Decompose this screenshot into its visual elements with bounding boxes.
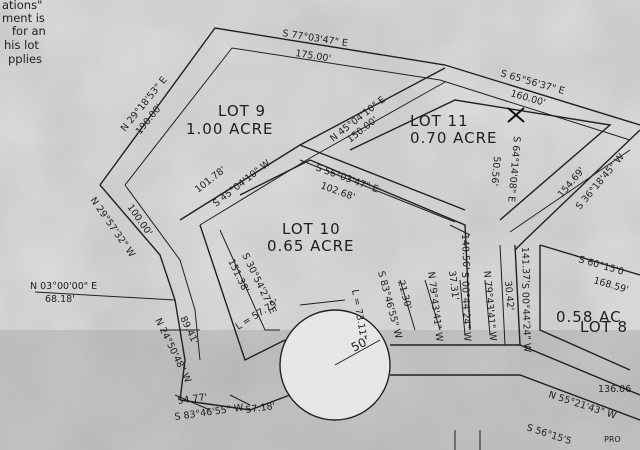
survey-marker-x-b [507,107,525,123]
distance-d17: 30.42' [502,280,516,311]
leader-3 [459,279,466,336]
lot-9-south-inner-line [199,81,446,226]
note-line-4: his lot [4,38,39,52]
distance-d19: 54.77' [177,392,208,407]
leader-9 [174,394,211,411]
distance-d10: 68.18' [45,294,75,305]
lot-9-west-inner-line [124,184,201,361]
lot-11-name: LOT 11 [410,112,469,130]
tag-label: PRO [604,435,621,444]
lot-11-area: 0.70 ACRE [410,129,498,147]
leader-4 [484,279,491,336]
radius-leader [334,339,381,366]
leader-7 [449,224,471,236]
lot-10-north-line [299,144,466,211]
lot-11-east-inner-line [509,149,631,233]
lot-8-east-line [539,245,631,371]
bearing-b10: N 03°00'00" E [30,281,97,292]
distance-d21: 136.06 [598,384,631,395]
lot-8-north-line [539,244,640,276]
note-line-5: pplies [8,52,42,66]
bearing-b16: S 00°44'24" W [459,272,472,342]
distance-d15: 37.31' [446,270,461,301]
lot-10-name: LOT 10 [282,220,341,238]
leader-10 [299,299,346,306]
distance-d18: 141.37' [519,247,531,283]
lot-10-west-inner-line [219,229,280,331]
lot-9-area: 1.00 ACRE [186,120,274,138]
note-line-2: ment is [2,11,45,25]
road-south-line [390,374,640,421]
note-line-1: ations" [2,0,42,12]
lot-9-top-line [124,47,631,186]
lot-11-east-line [514,129,640,251]
lot-8-area: 0.58 AC [556,308,622,326]
lot-10-west-line [199,224,286,361]
lot-10-frame-line [239,159,471,331]
distance-d16: 140.56' [459,234,471,270]
lot-8-name: LOT 8 [580,318,628,336]
leader-5 [229,394,251,406]
lot-9-name: LOT 9 [218,102,266,120]
lot-11-south-line [349,99,612,221]
leader-2 [424,279,441,331]
lot-10-north-inner-line [299,159,456,223]
lot-8-west-inner-line [499,244,506,346]
leader-1 [399,279,416,331]
lot-10-area: 0.65 ACRE [267,237,355,255]
road-north-line [390,344,640,396]
distance-d7: 50.56' [488,156,502,187]
distance-d20: 57.18' [245,401,276,416]
lot-8-west-line [514,244,521,346]
note-line-3: for an [12,24,46,38]
road-southwest-line [179,394,291,411]
outer-boundary-line [99,27,640,186]
leader-6 [34,291,176,301]
bearing-b18: S 00°44'24" W [519,283,532,353]
